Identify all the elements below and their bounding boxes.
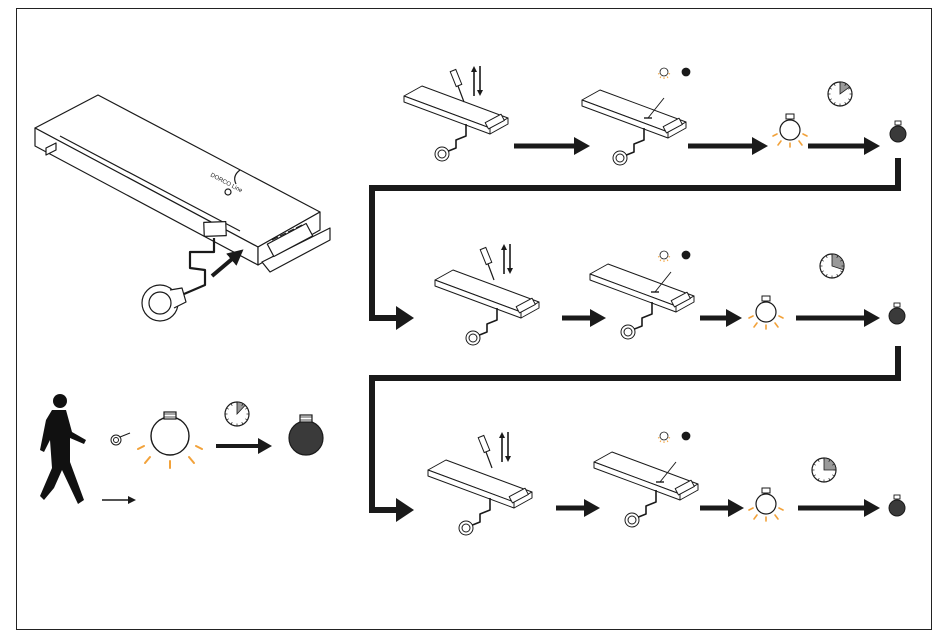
flow-arrow-icon (700, 499, 744, 517)
flow-connector-heads (396, 306, 414, 522)
adjust-arrows-icon (499, 432, 511, 462)
bulb-off-icon (289, 415, 323, 455)
screwdriver-icon (478, 435, 492, 468)
sequence-row-1 (404, 66, 906, 165)
flow-arrow-icon (562, 309, 606, 327)
bulb-off-icon (682, 432, 690, 440)
flow-arrow-icon (808, 137, 880, 155)
adjust-arrows-icon (471, 66, 483, 96)
bulb-on-icon (138, 412, 202, 468)
walking-person-icon (40, 394, 86, 504)
motion-direction-arrow (102, 496, 136, 504)
device-small (435, 270, 539, 345)
bulb-off-icon (889, 303, 905, 324)
adjust-arrows-icon (501, 244, 513, 274)
flow-arrow-icon (514, 137, 590, 155)
bulb-off-icon (682, 251, 690, 259)
device-large: DORCO Line (35, 95, 330, 321)
bulb-off-icon (682, 68, 690, 76)
timer-icon (812, 458, 836, 482)
flow-arrow-icon (798, 499, 880, 517)
bulb-on-icon (658, 251, 670, 262)
screwdriver-icon (480, 247, 494, 280)
device-small (404, 86, 508, 161)
device-small (582, 90, 686, 165)
flow-arrow-icon (796, 309, 880, 327)
sequence-row-3 (428, 432, 905, 535)
flow-arrow-icon (700, 309, 742, 327)
device-small (594, 452, 698, 527)
bulb-on-icon (749, 296, 783, 329)
timer-icon (828, 82, 852, 106)
flow-arrow-icon (556, 499, 600, 517)
device-small (428, 460, 532, 535)
flow-arrow-icon (688, 137, 768, 155)
bulb-off-icon (890, 121, 906, 142)
bulb-on-icon (773, 114, 807, 147)
device-small (590, 264, 694, 339)
sequence-row-2 (435, 244, 905, 345)
flow-arrow-icon (216, 438, 272, 454)
motion-sensor-icon (111, 433, 130, 445)
bulb-on-icon (658, 68, 670, 79)
bulb-on-icon (749, 488, 783, 521)
bulb-on-icon (658, 432, 670, 443)
timer-icon (225, 402, 249, 426)
bulb-off-icon (889, 495, 905, 516)
timer-icon (820, 254, 844, 278)
